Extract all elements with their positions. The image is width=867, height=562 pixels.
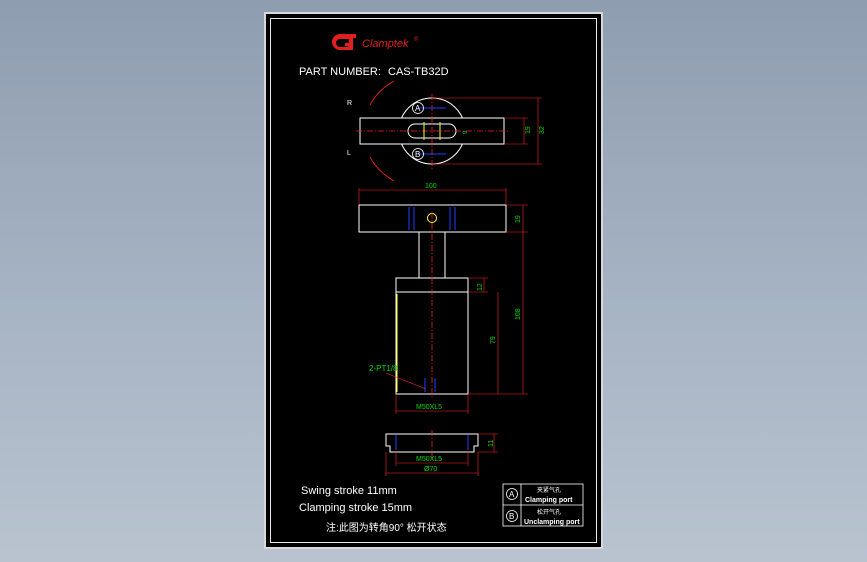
rotation-arrow-right-icon [369, 80, 395, 106]
dim-top-width: 19 [525, 126, 532, 134]
dim-base-thread: M50XL5 [416, 456, 442, 463]
dim-total-height: 108 [515, 308, 522, 320]
brand-name: Clamptek [362, 38, 409, 50]
dim-body: 79 [490, 336, 497, 344]
rotation-left-label: L [347, 150, 351, 157]
rotation-right-label: R [347, 100, 352, 107]
legend-a-icon [506, 488, 518, 500]
clamping-stroke-note: Clamping stroke 15mm [299, 502, 412, 514]
drawing-canvas: Clamptek ® PART NUMBER: CAS-TB32D A B R … [299, 34, 584, 534]
legend-b-icon [506, 510, 518, 522]
legend-b-en: Unclamping port [524, 519, 580, 526]
legend-a-en: Clamping port [525, 497, 573, 504]
port-legend: A B 夹紧气孔 Clamping port 松开气孔 Unclamping p… [502, 483, 584, 527]
part-number-value: CAS-TB32D [388, 66, 449, 78]
dim-top-diameter: 32 [539, 126, 546, 134]
port-thread-label: 2-PT1/8 [369, 364, 398, 373]
drawing-frame [270, 18, 597, 543]
legend-a-cn: 夹紧气孔 [537, 486, 561, 494]
base-view: 11 M50XL5 Ø70 [385, 430, 498, 476]
swing-stroke-note: Swing stroke 11mm [301, 485, 397, 497]
rotation-arrow-left-icon [369, 156, 395, 182]
top-view: A B R L 19 32 9 [347, 80, 546, 182]
port-b-label: B [415, 150, 420, 159]
dim-top-slot: 9 [463, 130, 469, 134]
dim-neck: 12 [477, 283, 484, 291]
port-leader-arrow-icon [385, 372, 427, 390]
dim-arm-length: 100 [425, 183, 437, 190]
dim-body-thread: M50XL5 [416, 404, 442, 411]
port-a-label: A [415, 104, 421, 113]
dim-arm-height: 19 [515, 215, 522, 223]
part-number-label: PART NUMBER: [299, 66, 381, 78]
brand-registered: ® [414, 36, 419, 43]
clamptek-logo [332, 34, 356, 50]
dim-base-diameter: Ø70 [424, 466, 437, 473]
port-b-marker [412, 148, 424, 160]
side-view: 100 19 12 79 108 [358, 183, 528, 414]
chinese-note: 注:此图为转角90° 松开状态 [326, 521, 447, 534]
legend-b-cn: 松开气孔 [537, 508, 561, 516]
dim-base-height: 11 [488, 440, 495, 447]
drawing-sheet: Clamptek ® PART NUMBER: CAS-TB32D A B R … [264, 12, 603, 549]
legend-a-symbol: A [509, 490, 515, 499]
legend-b-symbol: B [509, 512, 514, 521]
port-a-marker [412, 102, 424, 114]
clamp-arm [358, 204, 507, 233]
